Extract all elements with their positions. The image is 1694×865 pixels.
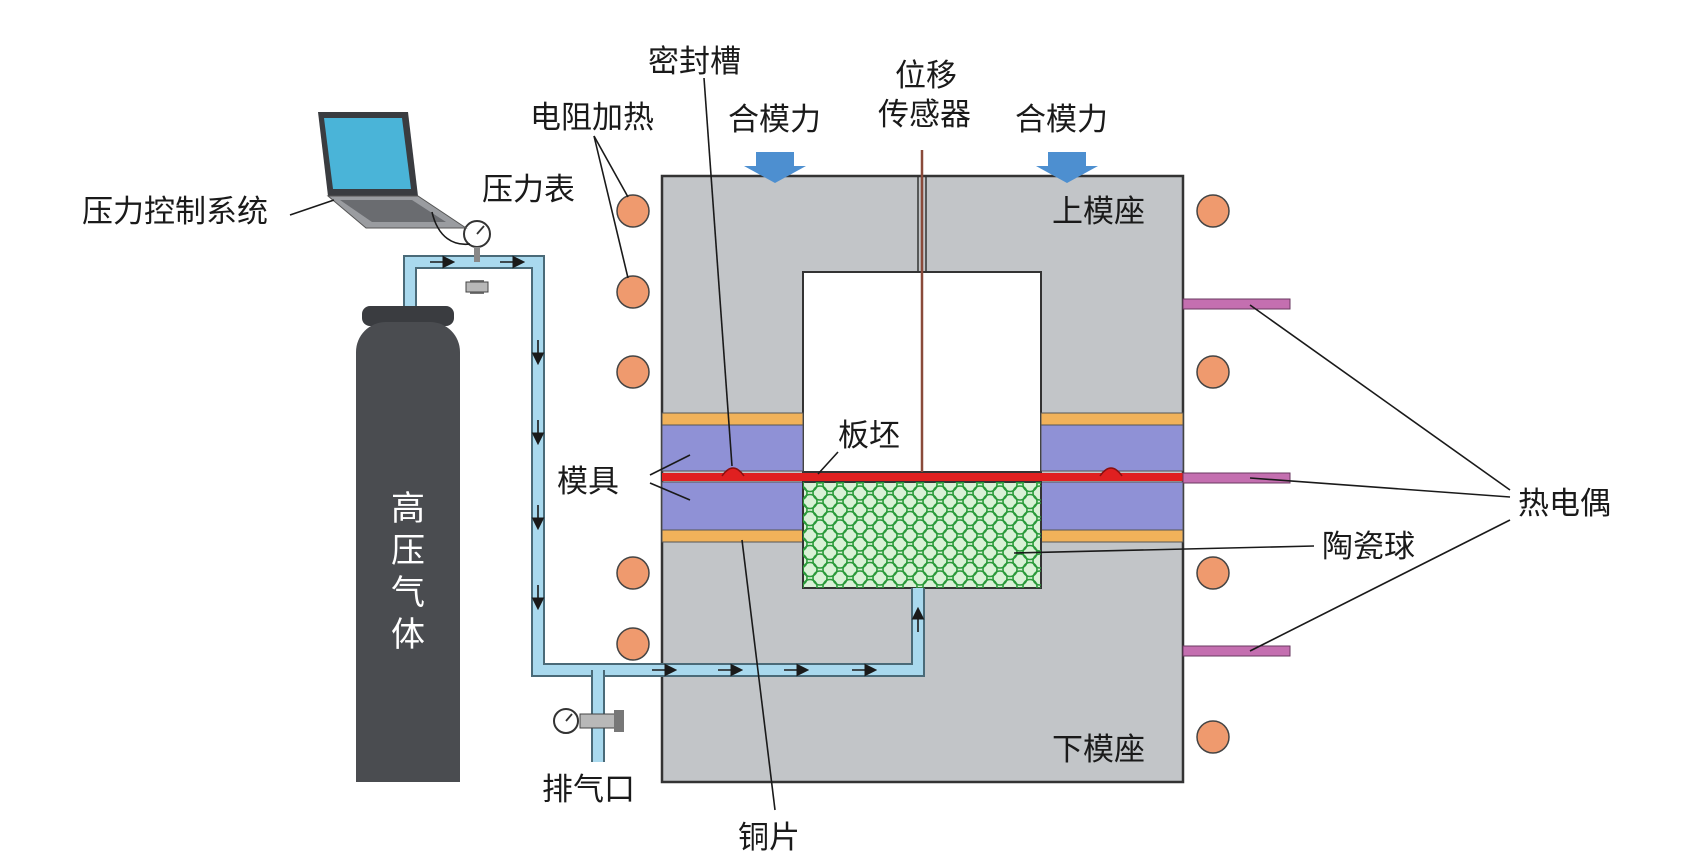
- leader-die-1: [649, 454, 691, 476]
- leader-blank: [817, 451, 839, 475]
- heater: [1196, 194, 1230, 228]
- heater: [616, 627, 650, 661]
- leader-die-2: [649, 482, 691, 501]
- label-blank: 板坯: [838, 418, 900, 454]
- thermocouple-rod: [1182, 298, 1291, 310]
- copper-strip-upper-right: [1040, 412, 1184, 426]
- label-copper-sheet: 铜片: [738, 820, 800, 856]
- label-resistance-heating: 电阻加热: [530, 100, 654, 136]
- copper-strip-lower-left: [661, 529, 804, 543]
- thermocouple-rod: [1182, 472, 1291, 484]
- copper-strip-upper-left: [661, 412, 804, 426]
- label-pressure-control: 压力控制系统: [82, 194, 268, 230]
- label-die: 模具: [557, 464, 619, 500]
- heater: [616, 556, 650, 590]
- label-exhaust: 排气口: [542, 772, 635, 808]
- heater: [1196, 556, 1230, 590]
- heater: [616, 275, 650, 309]
- die-plate-upper-right: [1040, 424, 1184, 472]
- clamping-force-arrow-left: [744, 152, 806, 183]
- leader-heating-1: [593, 135, 629, 198]
- heater: [616, 355, 650, 389]
- leader-thermo-2: [1249, 477, 1511, 498]
- leader-pressure-control: [289, 199, 335, 216]
- blank-sheet: [662, 473, 1183, 481]
- label-gas-cylinder-2: 压: [391, 531, 425, 571]
- label-thermocouple: 热电偶: [1518, 486, 1611, 522]
- label-gas-cylinder-3: 气: [391, 573, 425, 613]
- label-pressure-gauge: 压力表: [482, 172, 575, 208]
- leader-copper: [741, 539, 776, 811]
- gas-cylinder-cap: [362, 306, 454, 326]
- die-plate-lower-right: [1040, 481, 1184, 531]
- label-displacement-sensor-1: 位移: [895, 58, 957, 94]
- seal-groove-left: [721, 467, 745, 477]
- leader-seal-groove: [703, 77, 733, 467]
- thermocouple-rod: [1182, 645, 1291, 657]
- leader-thermo-1: [1249, 304, 1511, 491]
- clamping-force-arrow-right: [1036, 152, 1098, 183]
- heater: [616, 194, 650, 228]
- label-clamping-force-left: 合模力: [728, 102, 821, 138]
- flow-arrows: [430, 255, 925, 677]
- label-clamping-force-right: 合模力: [1015, 102, 1108, 138]
- leader-heating-2: [593, 135, 629, 279]
- leader-ceramic: [1013, 545, 1315, 554]
- label-displacement-sensor-2: 传感器: [878, 97, 971, 133]
- label-lower-die-base: 下模座: [1052, 732, 1145, 768]
- copper-strip-lower-right: [1040, 529, 1184, 543]
- laptop-icon: [318, 112, 468, 229]
- heater: [1196, 720, 1230, 754]
- label-ceramic-balls: 陶瓷球: [1322, 529, 1415, 565]
- label-seal-groove: 密封槽: [648, 44, 741, 80]
- leader-thermo-3: [1249, 519, 1511, 652]
- pressure-gauge: [463, 220, 491, 294]
- laptop-cable: [431, 211, 471, 246]
- exhaust-valve: [553, 708, 624, 734]
- die-plate-lower-left: [661, 481, 804, 531]
- label-gas-cylinder-1: 高: [391, 489, 425, 529]
- label-gas-cylinder-4: 体: [391, 615, 425, 655]
- label-upper-die-base: 上模座: [1052, 194, 1145, 230]
- heater: [1196, 355, 1230, 389]
- seal-groove-right: [1099, 467, 1123, 477]
